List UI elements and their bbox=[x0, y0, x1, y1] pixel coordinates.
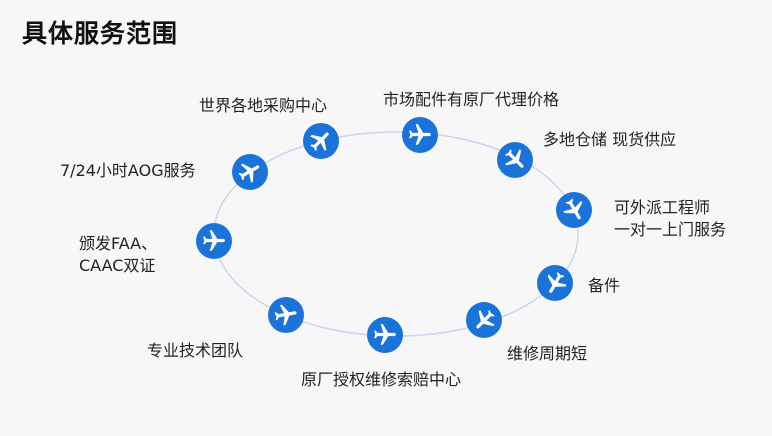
service-node-aog bbox=[232, 154, 268, 190]
service-label-professional-team: 专业技术团队 bbox=[147, 341, 244, 360]
service-node-warehousing bbox=[497, 142, 533, 178]
service-label-global-procurement: 世界各地采购中心 bbox=[199, 96, 328, 115]
airplane-icon bbox=[409, 124, 431, 145]
service-label-short-repair-cycle: 维修周期短 bbox=[507, 344, 588, 363]
service-node-field-engineers bbox=[556, 192, 592, 228]
airplane-icon bbox=[547, 271, 567, 293]
service-node-short-repair-cycle bbox=[466, 302, 502, 338]
service-node-oem-pricing bbox=[402, 117, 438, 153]
service-node-oem-authorized-repair bbox=[367, 317, 403, 353]
service-node-spare-parts bbox=[537, 265, 573, 301]
airplane-icon bbox=[374, 324, 396, 345]
service-label-faa-caac: 颁发FAA、 CAAC双证 bbox=[79, 234, 158, 275]
service-node-faa-caac bbox=[196, 223, 232, 259]
service-label-oem-pricing: 市场配件有原厂代理价格 bbox=[383, 90, 560, 109]
service-label-oem-authorized-repair: 原厂授权维修索赔中心 bbox=[301, 370, 462, 389]
service-label-aog: 7/24小时AOG服务 bbox=[60, 161, 196, 180]
airplane-icon bbox=[476, 310, 495, 329]
service-node-professional-team bbox=[268, 297, 304, 333]
service-label-spare-parts: 备件 bbox=[588, 276, 621, 295]
airplane-icon bbox=[274, 304, 297, 326]
service-node-global-procurement bbox=[303, 123, 339, 159]
service-label-field-engineers: 可外派工程师 一对一上门服务 bbox=[614, 198, 727, 239]
airplane-icon bbox=[203, 230, 225, 251]
airplane-icon bbox=[505, 149, 524, 168]
airplane-icon bbox=[563, 198, 583, 220]
service-label-warehousing: 多地仓储 现货供应 bbox=[543, 130, 677, 149]
airplane-icon bbox=[310, 132, 329, 151]
page-title: 具体服务范围 bbox=[22, 19, 179, 48]
airplane-icon bbox=[238, 163, 260, 183]
